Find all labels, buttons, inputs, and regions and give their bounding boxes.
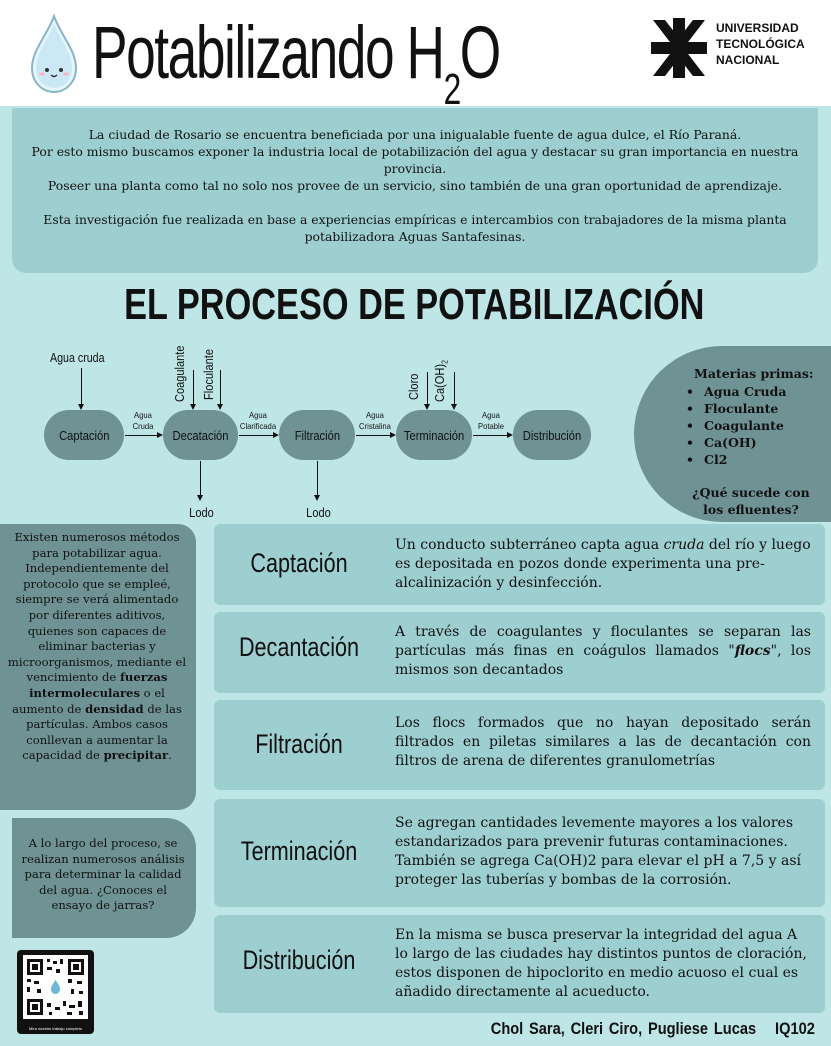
arrow-down-caoh [451, 372, 457, 410]
output-lodo-2: Lodo [306, 505, 331, 520]
input-floculante: Floculante [201, 349, 216, 400]
intro-box: La ciudad de Rosario se encuentra benefi… [12, 108, 818, 273]
arrow-right-2 [239, 432, 279, 438]
step-card-decantacion: Decantación A través de coagulantes y fl… [214, 612, 825, 693]
step-title: Captación [250, 548, 348, 578]
step-title: Distribución [242, 945, 356, 975]
input-agua-cruda: Agua cruda [50, 350, 105, 365]
step-title: Filtración [255, 729, 343, 759]
intro-line-4: Esta investigación fue realizada en base… [43, 212, 787, 244]
step-title: Terminación [240, 836, 358, 866]
arrow-down-lodo-2 [314, 461, 320, 501]
node-filtracion: Filtración [279, 410, 355, 460]
header: Potabilizando H2O UNIVERSIDAD TECNOLÓGIC… [0, 0, 831, 114]
step-card-terminacion: Terminación Se agregan cantidades leveme… [214, 799, 825, 907]
materias-title: Materias primas: [694, 366, 814, 381]
node-captacion: Captación [44, 410, 124, 460]
node-terminacion: Terminación [396, 410, 472, 460]
input-caoh: Ca(OH)2 [432, 360, 450, 402]
arrow-right-4 [473, 432, 513, 438]
materias-list: Agua Cruda Floculante Coagulante Ca(OH) … [686, 383, 786, 468]
input-cloro: Cloro [406, 373, 421, 400]
arrow-down-lodo-1 [197, 461, 203, 501]
arrow-down-coagulante [190, 370, 196, 410]
authors-footer: Chol Sara, Cleri Ciro, Pugliese Lucas IQ1… [491, 1019, 815, 1039]
node-decatacion: Decatación [163, 410, 238, 460]
arrow-right-3 [356, 432, 396, 438]
efluentes-question: ¿Qué sucede con los efluentes? [692, 485, 810, 517]
university-name: UNIVERSIDAD TECNOLÓGICA NACIONAL [716, 21, 805, 67]
step-card-filtracion: Filtración Los flocs formados que no hay… [214, 700, 825, 790]
step-description: A través de coagulantes y floculantes se… [395, 624, 811, 678]
qr-code[interactable]: Mira nuestro trabajo completo [17, 950, 94, 1034]
step-card-captacion: Captación Un conducto subterráneo capta … [214, 524, 825, 605]
list-item: Floculante [686, 400, 786, 417]
process-title: EL PROCESO DE POTABILIZACIÓN [124, 280, 705, 329]
step-card-distribucion: Distribución En la misma se busca preser… [214, 915, 825, 1013]
step-description: Un conducto subterráneo capta agua cruda… [395, 537, 811, 591]
step-description: En la misma se busca preservar la integr… [395, 927, 807, 1000]
additives-info-box: Existen numerosos métodos para potabiliz… [0, 524, 196, 810]
node-distribucion: Distribución [513, 410, 591, 460]
intro-line-2: Por esto mismo buscamos exponer la indus… [31, 144, 799, 176]
arrow-down-floculante [217, 370, 223, 410]
qr-code-icon [23, 955, 88, 1019]
utn-logo-icon [651, 18, 707, 78]
arrow-down-input [78, 368, 84, 410]
list-item: Cl2 [686, 451, 786, 468]
output-lodo-1: Lodo [189, 505, 214, 520]
intro-line-1: La ciudad de Rosario se encuentra benefi… [88, 127, 742, 142]
list-item: Agua Cruda [686, 383, 786, 400]
step-title: Decantación [238, 632, 360, 662]
water-drop-icon [30, 14, 78, 94]
authors: Chol Sara, Cleri Ciro, Pugliese Lucas [490, 1019, 757, 1038]
qr-caption: Mira nuestro trabajo completo [29, 1026, 82, 1031]
arrow-down-cloro [424, 372, 430, 410]
course-code: IQ102 [775, 1019, 815, 1038]
arrow-right-1 [125, 432, 163, 438]
list-item: Ca(OH) [686, 434, 786, 451]
step-description: Los flocs formados que no hayan deposita… [395, 715, 811, 769]
step-description: Se agregan cantidades levemente mayores … [395, 815, 802, 888]
materias-primas-box: Materias primas: Agua Cruda Floculante C… [634, 346, 831, 522]
intro-line-3: Poseer una planta como tal no solo nos p… [47, 178, 783, 193]
list-item: Coagulante [686, 417, 786, 434]
analysis-info-box: A lo largo del proceso, se realizan nume… [12, 818, 196, 938]
input-coagulante: Coagulante [172, 345, 187, 402]
poster-title: Potabilizando H2O [92, 11, 501, 114]
